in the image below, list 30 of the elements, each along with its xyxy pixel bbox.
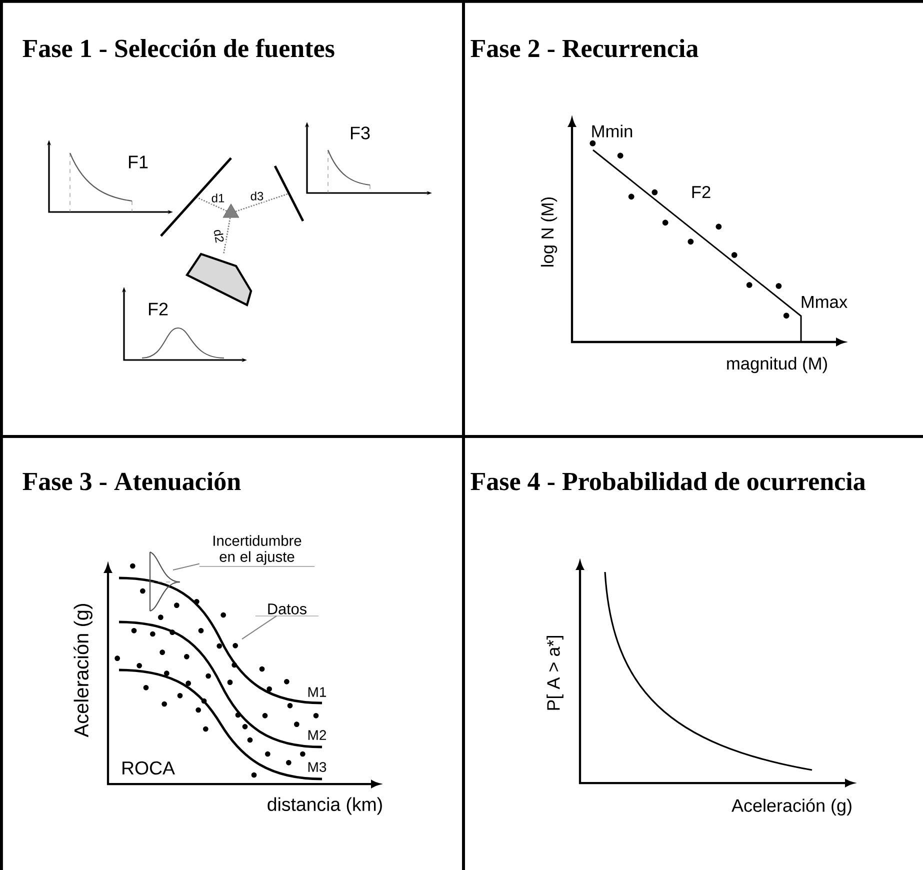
callout-text: Incertidumbre en el ajuste	[199, 535, 315, 567]
curve-label: M3	[308, 762, 326, 772]
distance-line	[235, 193, 288, 212]
edge-label: d2	[214, 230, 224, 243]
panel-heading: Fase 3 - Atenuación	[22, 472, 241, 490]
axis-label: Aceleración (g)	[74, 604, 92, 738]
edge-label: d1	[212, 194, 224, 202]
panel-heading: Fase 4 - Probabilidad de ocurrencia	[470, 472, 866, 490]
distance-line	[223, 218, 231, 254]
leader-line	[242, 616, 277, 640]
axis-label: Aceleración (g)	[732, 798, 852, 816]
curve-label: Mmax	[802, 296, 848, 308]
axis-label: distancia (km)	[268, 797, 382, 815]
panel-heading: Fase 2 - Recurrencia	[470, 38, 698, 58]
axis-label: P[ A > a*]	[546, 636, 564, 710]
curve-label: Mmin	[592, 124, 632, 138]
plot-label: F2	[148, 302, 168, 316]
axis-label: log N (M)	[540, 197, 558, 266]
axis-label: magnitud (M)	[727, 356, 827, 374]
distance-line	[197, 197, 227, 212]
callout-text: Datos	[255, 604, 319, 616]
fault-line	[274, 165, 304, 222]
curve-label: M1	[308, 687, 326, 697]
edge-label: d3	[250, 192, 264, 200]
panel-heading: Fase 1 - Selección de fuentes	[22, 38, 334, 58]
plot-label: ROCA	[122, 761, 175, 775]
plot-label: F2	[692, 186, 710, 198]
plot-label: F3	[351, 126, 370, 140]
leader-line	[172, 563, 200, 571]
curve-label: M2	[308, 730, 326, 740]
